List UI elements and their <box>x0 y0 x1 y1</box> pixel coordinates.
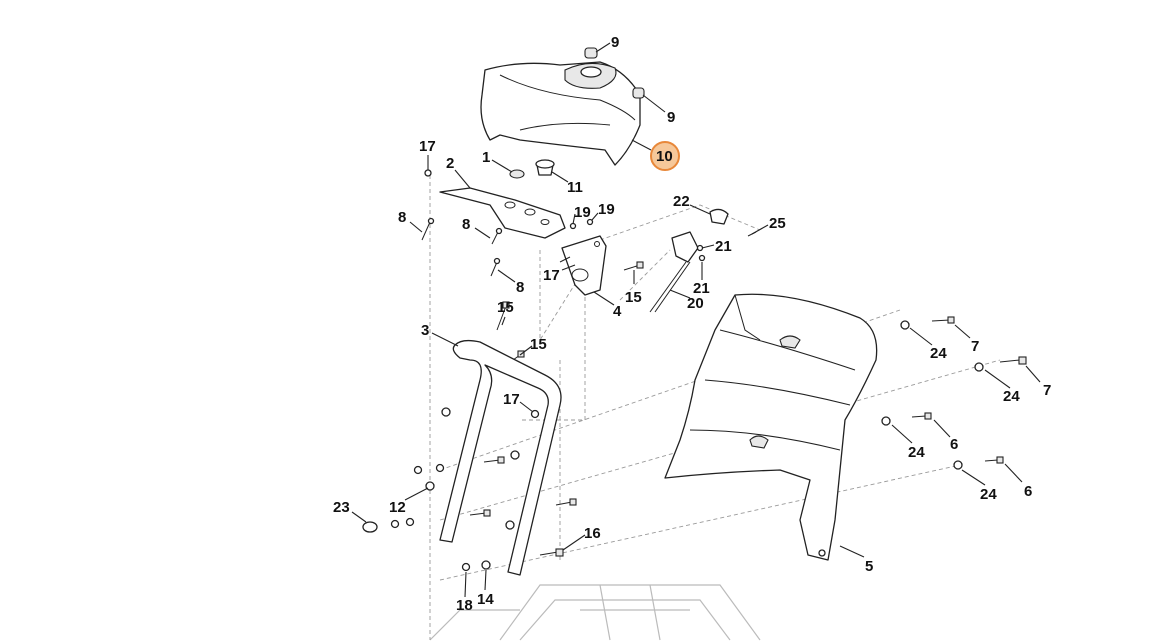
callout-2: 2 <box>446 155 454 172</box>
callout-17: 17 <box>419 138 436 155</box>
assembly-guide-lines <box>429 175 1001 640</box>
callout-16: 16 <box>584 525 601 542</box>
callout-25: 25 <box>769 215 786 232</box>
callout-8: 8 <box>516 279 524 296</box>
callout-5: 5 <box>865 558 873 575</box>
callout-18: 18 <box>456 597 473 614</box>
callout-8: 8 <box>462 216 470 233</box>
callout-24: 24 <box>908 444 925 461</box>
callout-24: 24 <box>930 345 947 362</box>
throttle-lever-part <box>649 208 757 313</box>
callout-3: 3 <box>421 322 429 339</box>
grommet-part <box>509 159 555 179</box>
callout-17: 17 <box>503 391 520 408</box>
callout-labels: 9 9 10 17 2 1 11 8 8 8 19 19 17 4 15 22 … <box>333 34 1051 614</box>
control-plate-part <box>559 235 607 296</box>
dashboard-cover-part <box>480 61 641 166</box>
callout-21: 21 <box>715 238 732 255</box>
callout-15: 15 <box>625 289 642 306</box>
knob-part-side <box>632 87 645 99</box>
knob-part-top <box>584 47 598 59</box>
handle-bar-part <box>439 339 562 576</box>
callout-15: 15 <box>530 336 547 353</box>
callout-22: 22 <box>673 193 690 210</box>
callout-21: 21 <box>693 280 710 297</box>
callout-20: 20 <box>687 295 704 312</box>
callout-1: 1 <box>482 149 490 166</box>
callout-17: 17 <box>543 267 560 284</box>
callout-9-top: 9 <box>611 34 619 51</box>
callout-19: 19 <box>598 201 615 218</box>
callout-19: 19 <box>574 204 591 221</box>
callout-9-side: 9 <box>667 109 675 126</box>
callout-24: 24 <box>1003 388 1020 405</box>
callout-15: 15 <box>497 299 514 316</box>
mounting-bracket-part <box>439 187 566 239</box>
discharge-chute-part <box>664 293 878 561</box>
callout-7: 7 <box>971 338 979 355</box>
washer-parts <box>461 560 491 572</box>
callout-12: 12 <box>389 499 406 516</box>
callout-8: 8 <box>398 209 406 226</box>
callout-7: 7 <box>1043 382 1051 399</box>
callout-4: 4 <box>613 303 622 320</box>
callout-6: 6 <box>1024 483 1032 500</box>
callout-24: 24 <box>980 486 997 503</box>
callout-14: 14 <box>477 591 494 608</box>
callout-11: 11 <box>567 179 583 196</box>
callout-23: 23 <box>333 499 350 516</box>
callout-10-highlighted: 10 <box>656 148 673 165</box>
end-cap-part <box>362 521 378 533</box>
callout-6: 6 <box>950 436 958 453</box>
leader-lines <box>351 42 1041 598</box>
highlight-circle <box>650 141 680 171</box>
screw-parts <box>421 169 594 277</box>
chute-fasteners <box>881 316 1027 470</box>
lower-frame-outline <box>429 584 761 641</box>
